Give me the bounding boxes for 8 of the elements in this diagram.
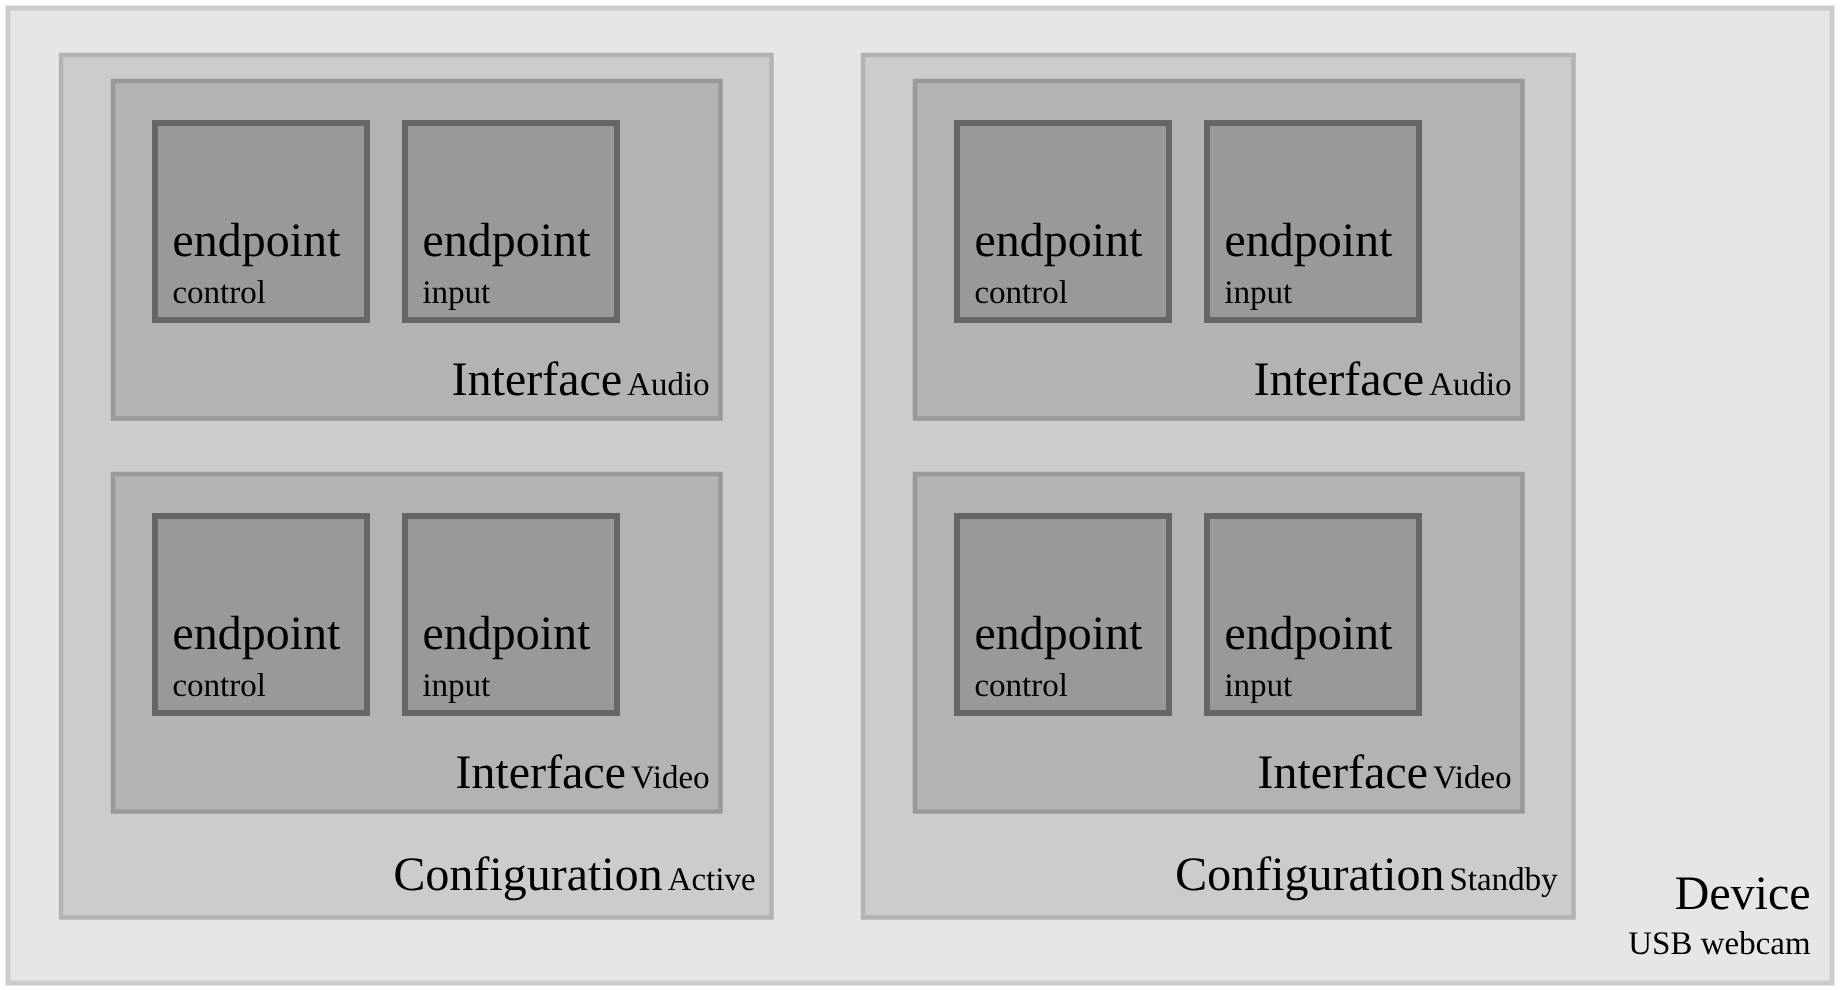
endpoint-box: endpoint input	[1204, 120, 1422, 323]
endpoint-box: endpoint control	[152, 120, 370, 323]
endpoint-box: endpoint input	[402, 120, 620, 323]
endpoint-box: endpoint control	[954, 120, 1172, 323]
endpoint-box: endpoint input	[402, 513, 620, 716]
endpoint-box: endpoint control	[152, 513, 370, 716]
endpoint-box: endpoint input	[1204, 513, 1422, 716]
endpoint-box: endpoint control	[954, 513, 1172, 716]
